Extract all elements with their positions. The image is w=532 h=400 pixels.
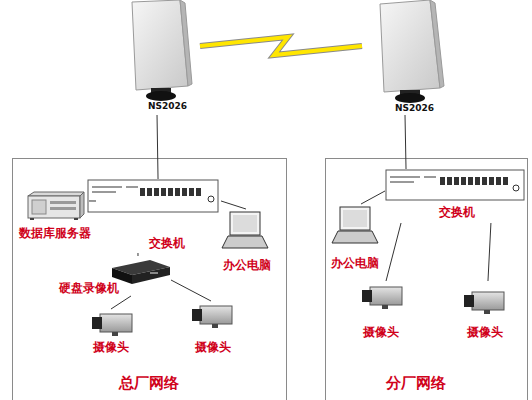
network-group: 分厂网络 交换机办公电脑摄像头 摄像头 bbox=[325, 158, 528, 400]
node-label: NS2026 bbox=[148, 101, 187, 111]
node-label: 摄像头 bbox=[363, 326, 399, 340]
antenna-node: NS2026 bbox=[362, 0, 447, 115]
camera-icon bbox=[464, 292, 504, 314]
node-label: 办公电脑 bbox=[331, 257, 379, 271]
cable-line bbox=[171, 280, 211, 301]
camera-icon bbox=[92, 314, 132, 336]
cable-line bbox=[386, 223, 401, 281]
wireless-link bbox=[200, 37, 362, 55]
antenna-node: NS2026 bbox=[125, 0, 200, 115]
server-node: 数据库服务器 bbox=[16, 191, 96, 241]
switch-node: 交换机 bbox=[89, 179, 221, 253]
node-label: 摄像头 bbox=[467, 326, 503, 340]
node-label: 摄像头 bbox=[195, 341, 231, 355]
cable-line bbox=[405, 115, 406, 169]
laptop-icon bbox=[332, 207, 378, 243]
cable-line bbox=[137, 253, 138, 256]
cable-line bbox=[111, 296, 131, 309]
camera-icon bbox=[192, 306, 232, 328]
server-icon bbox=[28, 192, 84, 220]
node-label: 摄像头 bbox=[93, 341, 129, 355]
node-label: 分厂网络 bbox=[386, 375, 446, 392]
antenna-panel bbox=[380, 0, 444, 103]
cable-line bbox=[361, 191, 385, 204]
pc-node: 办公电脑 bbox=[223, 209, 283, 279]
node-label: 交换机 bbox=[439, 206, 475, 220]
recorder-icon bbox=[112, 260, 170, 284]
camera-node: 摄像头 bbox=[456, 281, 521, 346]
camera-icon bbox=[362, 287, 402, 309]
node-label: 数据库服务器 bbox=[19, 227, 91, 241]
cable-line bbox=[221, 201, 246, 209]
cable-line bbox=[488, 223, 491, 281]
camera-node: 摄像头 bbox=[86, 309, 141, 359]
node-label: 办公电脑 bbox=[223, 259, 271, 273]
camera-node: 摄像头 bbox=[353, 281, 418, 346]
node-label: 交换机 bbox=[149, 237, 185, 251]
network-group: 总厂网络 交换机 数据库服务器办公电脑硬盘录像机摄像头 摄像头 bbox=[12, 158, 287, 400]
cable-line bbox=[157, 115, 158, 179]
camera-node: 摄像头 bbox=[186, 301, 246, 359]
node-label: 硬盘录像机 bbox=[59, 282, 119, 296]
switch-icon bbox=[386, 170, 524, 200]
switch-icon bbox=[88, 180, 218, 212]
node-label: NS2026 bbox=[395, 103, 434, 113]
link-outline bbox=[200, 37, 362, 55]
cable-line bbox=[89, 200, 96, 201]
recorder-node: 硬盘录像机 bbox=[56, 256, 171, 296]
pc-node: 办公电脑 bbox=[329, 204, 383, 274]
antenna-panel bbox=[132, 0, 192, 101]
switch-node: 交换机 bbox=[385, 169, 527, 223]
laptop-icon bbox=[222, 212, 268, 248]
node-label: 总厂网络 bbox=[119, 375, 179, 392]
